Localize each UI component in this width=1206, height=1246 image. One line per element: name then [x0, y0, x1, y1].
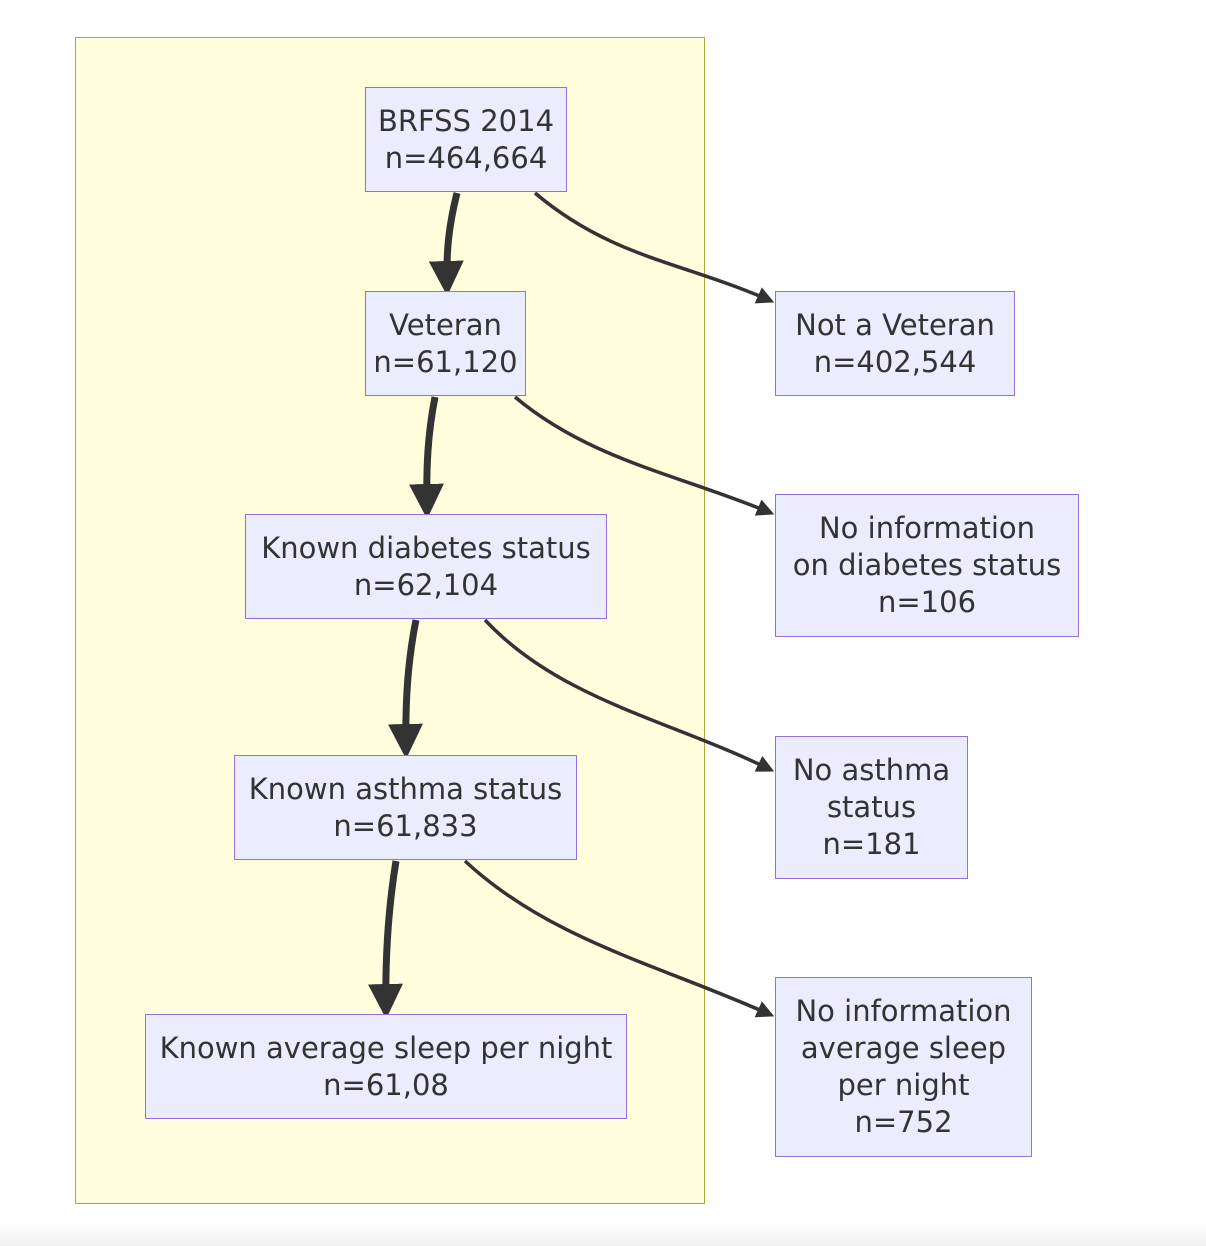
- edge-diabetes-to-asthma: [387, 619, 423, 759]
- node-veteran: Veteran n=61,120: [365, 291, 526, 396]
- node-text-line: No information: [795, 994, 1012, 1028]
- node-count: n=61,120: [373, 344, 518, 379]
- edge-brfss-to-veteran: [428, 192, 464, 296]
- node-no-sleep-information: No information average sleep per night n…: [775, 977, 1032, 1157]
- edge-brfss-to-not-veteran: [533, 191, 775, 304]
- node-known-diabetes-status: Known diabetes status n=62,104: [245, 514, 607, 619]
- node-no-asthma-status: No asthma status n=181: [775, 736, 968, 879]
- node-count: n=464,664: [384, 140, 548, 175]
- node-count: n=61,833: [333, 808, 478, 843]
- node-text-line: per night: [837, 1068, 970, 1102]
- node-text-line: Veteran: [389, 307, 502, 342]
- node-not-a-veteran: Not a Veteran n=402,544: [775, 291, 1015, 396]
- edge-asthma-to-sleep: [367, 860, 403, 1019]
- node-known-asthma-status: Known asthma status n=61,833: [234, 755, 577, 860]
- node-known-average-sleep: Known average sleep per night n=61,08: [145, 1014, 627, 1119]
- node-text-line: No information: [818, 511, 1036, 545]
- node-count: n=752: [854, 1105, 953, 1139]
- edge-veteran-to-diabetes: [408, 396, 444, 519]
- node-text-line: BRFSS 2014: [377, 103, 555, 138]
- node-text-line: average sleep: [800, 1031, 1007, 1065]
- node-text-line: Known diabetes status: [261, 530, 591, 565]
- edge-diabetes-to-no-asthma: [483, 618, 775, 772]
- node-text-line: Known asthma status: [248, 771, 563, 806]
- node-text-line: No asthma: [792, 753, 951, 787]
- edge-asthma-to-no-sleep: [463, 859, 775, 1018]
- node-count: n=61,08: [323, 1067, 449, 1102]
- node-text-line: status: [826, 790, 917, 824]
- node-count: n=62,104: [353, 567, 499, 602]
- node-text-line: Not a Veteran: [795, 307, 995, 342]
- node-text-line: on diabetes status: [792, 548, 1062, 582]
- edge-veteran-to-no-diabetes: [513, 395, 775, 516]
- node-no-diabetes-information: No information on diabetes status n=106: [775, 494, 1079, 637]
- node-count: n=181: [822, 827, 921, 861]
- node-count: n=402,544: [813, 344, 977, 379]
- node-text-line: Known average sleep per night: [159, 1030, 613, 1065]
- node-count: n=106: [877, 585, 977, 619]
- node-brfss-2014: BRFSS 2014 n=464,664: [365, 87, 567, 192]
